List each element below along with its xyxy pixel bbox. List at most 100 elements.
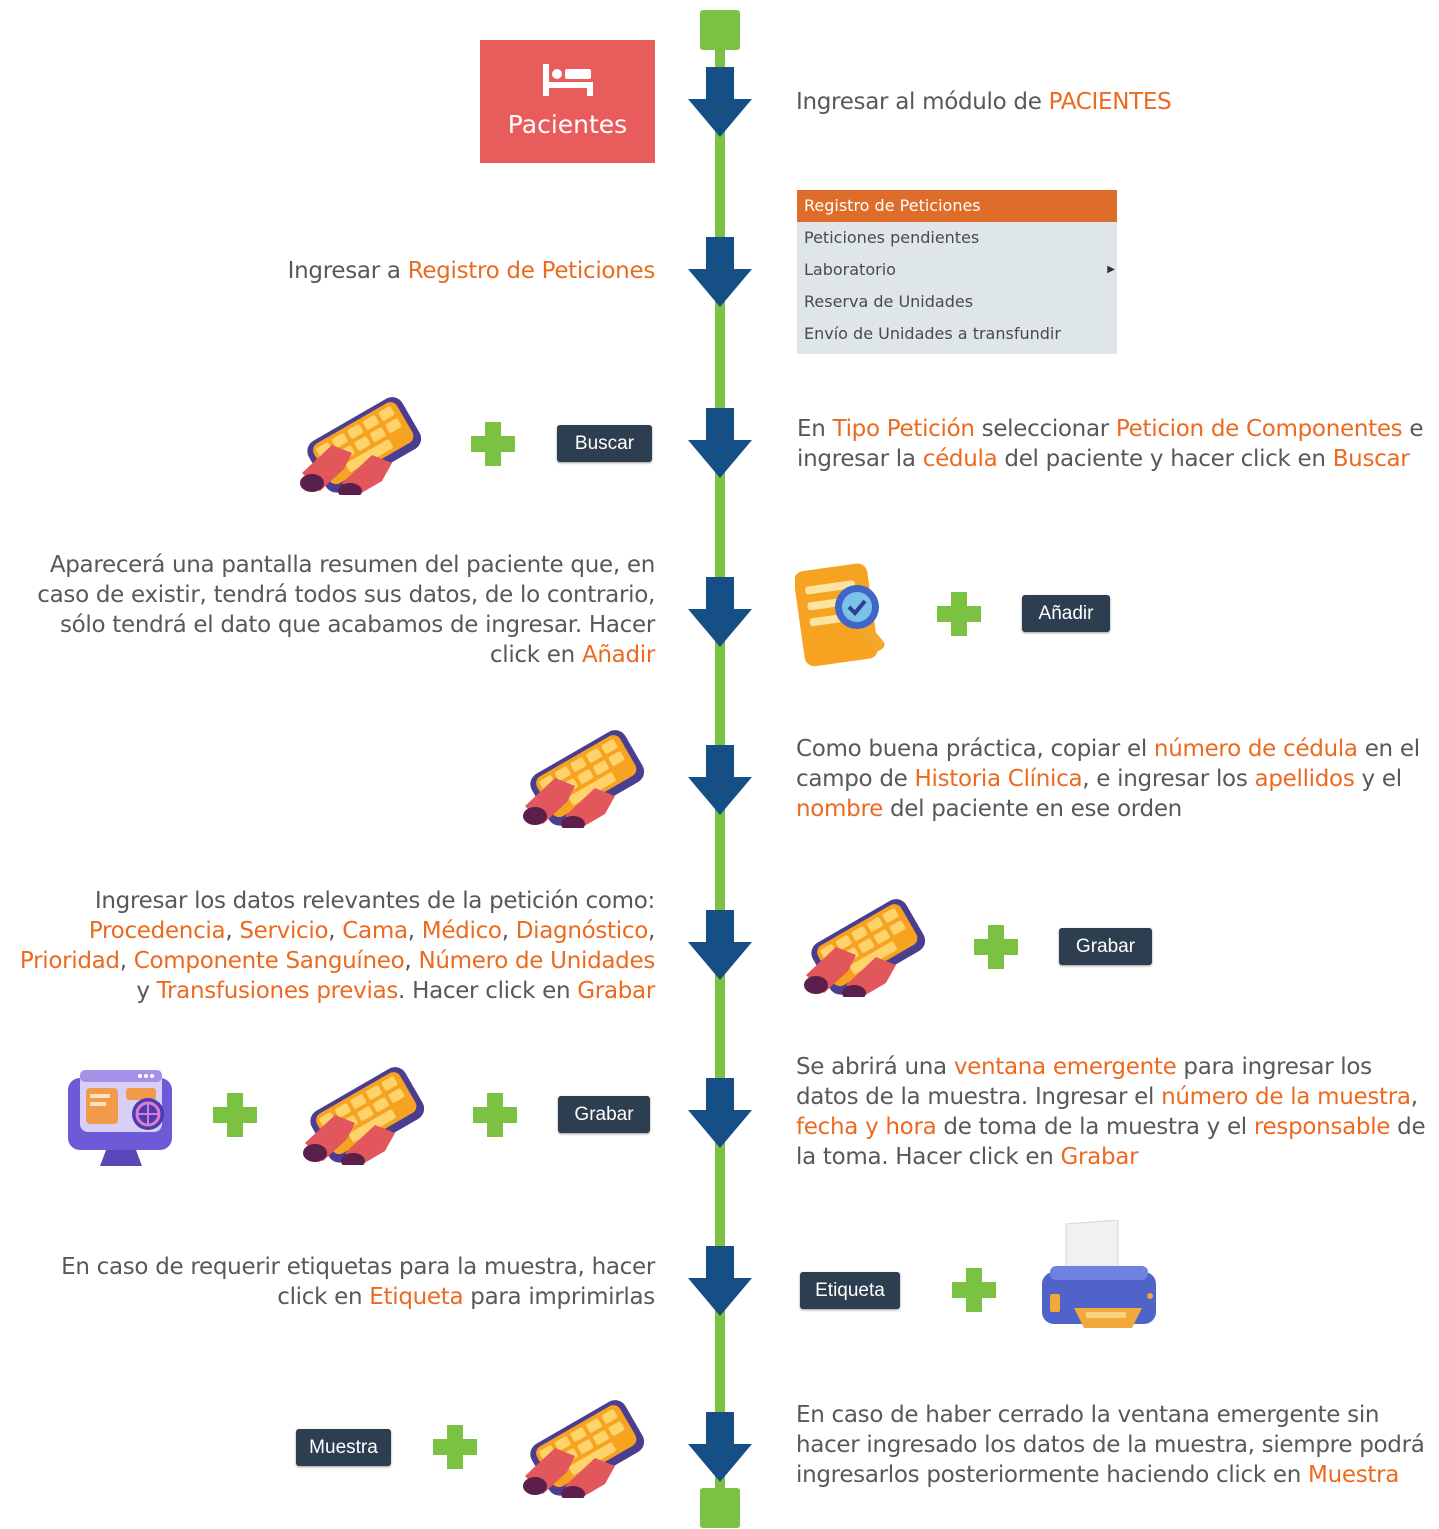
step-6-text: Ingresar los datos relevantes de la peti…	[5, 886, 655, 1006]
step-text-segment: de toma de la muestra y el	[936, 1114, 1254, 1140]
highlight-term: Tipo Petición	[832, 416, 975, 442]
step-1-text: Ingresar al módulo de PACIENTES	[796, 87, 1216, 117]
highlight-term: Cama	[342, 918, 408, 944]
buscar-button[interactable]: Buscar	[557, 425, 652, 462]
highlight-term: Historia Clínica	[914, 766, 1083, 792]
step-2-text: Ingresar a Registro de Peticiones	[200, 256, 656, 286]
step-7-text: Se abrirá una ventana emergente para ing…	[796, 1052, 1431, 1172]
highlight-term: Grabar	[577, 978, 655, 1004]
submenu-arrow-icon: ▶	[1107, 264, 1115, 275]
flow-end	[700, 1488, 740, 1528]
keyboard-hands-icon	[300, 397, 422, 495]
step-text-segment: ,	[225, 918, 240, 944]
highlight-term: ventana emergente	[953, 1054, 1177, 1080]
step-text-segment: para ingresar los datos de la muestra. I…	[796, 1054, 1372, 1110]
step-text-segment: Ingresar al módulo de	[796, 89, 1049, 115]
step-text-segment: ,	[501, 918, 516, 944]
highlight-term: Añadir	[581, 642, 655, 668]
plus-icon	[213, 1093, 257, 1137]
web-monitor-icon	[68, 1070, 172, 1166]
menu-item-label: Laboratorio	[804, 260, 896, 279]
step-text-segment: ,	[404, 948, 419, 974]
step-text-segment: seleccionar	[974, 416, 1116, 442]
keyboard-hands-icon	[804, 899, 926, 997]
step-text-segment: ,	[1410, 1084, 1418, 1110]
highlight-term: Muestra	[1308, 1462, 1400, 1488]
down-arrow-icon	[688, 237, 752, 307]
highlight-term: número de cédula	[1153, 736, 1358, 762]
step-text-segment: Aparecerá una pantalla resumen del pacie…	[37, 552, 655, 668]
highlight-term: Médico	[421, 918, 502, 944]
flow-start	[700, 10, 740, 50]
highlight-term: Diagnóstico	[515, 918, 649, 944]
step-5-text: Como buena práctica, copiar el número de…	[796, 734, 1431, 824]
step-text-segment: . Hacer click en	[398, 978, 578, 1004]
down-arrow-icon	[688, 67, 752, 137]
highlight-term: PACIENTES	[1048, 89, 1172, 115]
highlight-term: fecha y hora	[796, 1114, 937, 1140]
plus-icon	[471, 422, 515, 466]
step-text-segment: Como buena práctica, copiar el	[796, 736, 1154, 762]
menu-item-registro-peticiones[interactable]: Registro de Peticiones	[797, 190, 1117, 222]
step-text-segment: Ingresar a	[287, 258, 408, 284]
menu-item-reserva-unidades[interactable]: Reserva de Unidades	[804, 292, 974, 311]
highlight-term: Grabar	[1060, 1144, 1139, 1170]
step-text-segment: En caso de requerir etiquetas para la mu…	[61, 1254, 655, 1310]
step-3-text: En Tipo Petición seleccionar Peticion de…	[797, 414, 1427, 474]
highlight-term: nombre	[796, 796, 883, 822]
muestra-button[interactable]: Muestra	[296, 1429, 391, 1466]
highlight-term: número de la muestra	[1161, 1084, 1411, 1110]
step-text-segment: Ingresar los datos relevantes de la peti…	[94, 888, 655, 914]
down-arrow-icon	[688, 1078, 752, 1148]
down-arrow-icon	[688, 408, 752, 478]
plus-icon	[974, 925, 1018, 969]
document-search-icon	[795, 563, 885, 667]
step-text-segment: ,	[407, 918, 422, 944]
step-text-segment: de la toma. Hacer click en	[796, 1114, 1426, 1170]
highlight-term: Prioridad	[19, 948, 120, 974]
menu-item-envio-unidades[interactable]: Envío de Unidades a transfundir	[804, 324, 1061, 343]
step-4-text: Aparecerá una pantalla resumen del pacie…	[5, 550, 655, 670]
step-text-segment: y el	[1354, 766, 1403, 792]
step-text-segment: En caso de haber cerrado la ventana emer…	[796, 1402, 1425, 1488]
highlight-term: Servicio	[239, 918, 329, 944]
highlight-term: Número de Unidades	[418, 948, 655, 974]
highlight-term: Etiqueta	[369, 1284, 464, 1310]
highlight-term: Componente Sanguíneo	[133, 948, 405, 974]
plus-icon	[473, 1093, 517, 1137]
step-text-segment: del paciente y hacer click en	[997, 446, 1333, 472]
step-text-segment: ,	[328, 918, 343, 944]
grabar-button[interactable]: Grabar	[1059, 928, 1152, 965]
step-text-segment: del paciente en ese orden	[882, 796, 1182, 822]
highlight-term: Procedencia	[88, 918, 226, 944]
etiqueta-button[interactable]: Etiqueta	[800, 1272, 900, 1309]
menu-item-peticiones-pendientes[interactable]: Peticiones pendientes	[804, 228, 980, 247]
plus-icon	[937, 592, 981, 636]
highlight-term: Registro de Peticiones	[407, 258, 656, 284]
highlight-term: cédula	[922, 446, 998, 472]
down-arrow-icon	[688, 910, 752, 980]
highlight-term: apellidos	[1254, 766, 1355, 792]
step-text-segment: en el campo de	[796, 736, 1420, 792]
step-text-segment: e ingresar la	[797, 416, 1424, 472]
down-arrow-icon	[688, 745, 752, 815]
highlight-term: Peticion de Componentes	[1115, 416, 1403, 442]
keyboard-hands-icon	[303, 1067, 425, 1165]
highlight-term: Buscar	[1332, 446, 1410, 472]
anadir-button[interactable]: Añadir	[1022, 595, 1110, 632]
down-arrow-icon	[688, 577, 752, 647]
pacientes-label: Pacientes	[507, 110, 628, 139]
keyboard-hands-icon	[523, 730, 645, 828]
highlight-term: responsable	[1253, 1114, 1391, 1140]
printer-icon	[1042, 1220, 1156, 1328]
down-arrow-icon	[688, 1412, 752, 1482]
highlight-term: Transfusiones previas	[156, 978, 399, 1004]
menu-item-laboratorio[interactable]: Laboratorio ▶	[797, 254, 1117, 286]
pacientes-tile[interactable]: Pacientes	[480, 40, 655, 163]
step-text-segment: y	[136, 978, 157, 1004]
step-text-segment: ,	[119, 948, 134, 974]
step-text-segment: ,	[647, 918, 655, 944]
step-9-text: En caso de haber cerrado la ventana emer…	[796, 1400, 1436, 1490]
grabar-button[interactable]: Grabar	[558, 1096, 650, 1133]
plus-icon	[952, 1268, 996, 1312]
